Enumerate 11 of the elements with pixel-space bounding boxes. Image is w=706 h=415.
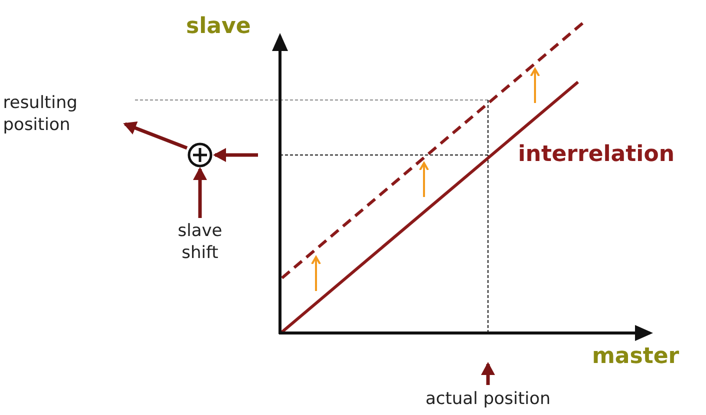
- arrow: [193, 167, 207, 218]
- arrow: [123, 121, 188, 150]
- node-label: resulting position: [3, 92, 123, 136]
- summing-junction: [187, 142, 213, 168]
- arrow: [213, 148, 258, 162]
- axis-label: master: [592, 344, 680, 369]
- arrow: [481, 362, 495, 385]
- line-label: interrelation: [518, 142, 674, 167]
- node-label: slave shift: [160, 220, 240, 264]
- axis-label: slave: [186, 14, 251, 39]
- node-label: actual position: [405, 388, 571, 412]
